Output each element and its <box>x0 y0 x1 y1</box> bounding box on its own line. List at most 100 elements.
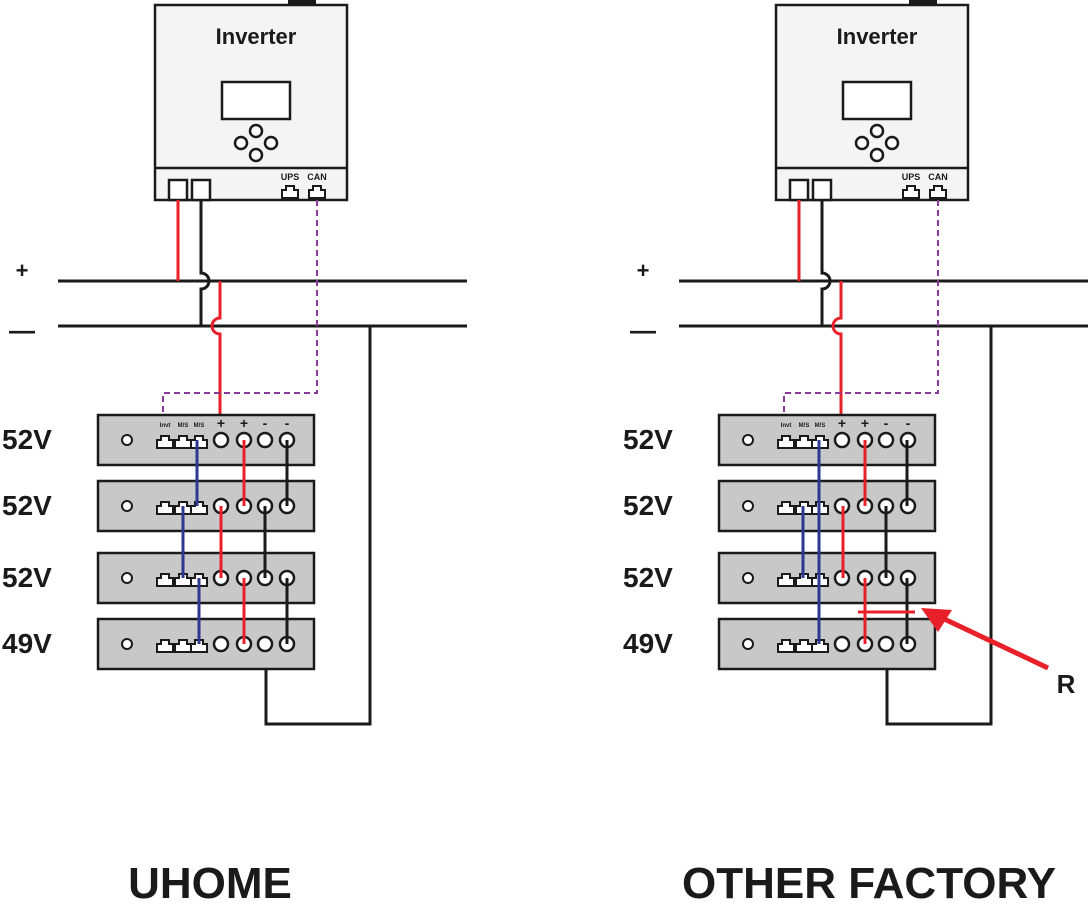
negative-bus-label: — <box>630 315 656 345</box>
battery-voltage-label: 52V <box>2 490 52 521</box>
battery-port-icon-1 <box>777 501 795 515</box>
battery-terminal-1 <box>833 635 851 653</box>
battery-port-icon-3 <box>190 639 208 653</box>
battery-port-icon-1 <box>156 501 174 515</box>
battery-terminal-sign-3: - <box>263 415 268 431</box>
battery-port-icon-1 <box>777 435 795 449</box>
inverter-label: Inverter <box>837 24 918 49</box>
battery-port-icon-1 <box>156 639 174 653</box>
battery-negative-return-wire <box>264 326 372 726</box>
battery-4: 49V <box>623 617 937 671</box>
negative-bus-label: — <box>9 315 35 345</box>
battery-port-label-2: M/S <box>799 423 810 429</box>
inverter-button-3 <box>884 135 900 151</box>
inverter-dc-port-positive <box>788 178 810 202</box>
battery-voltage-label: 52V <box>623 490 673 521</box>
inverter-top-handle <box>909 0 937 6</box>
battery-port-label-2: M/S <box>178 423 189 429</box>
battery-terminal-3 <box>877 635 895 653</box>
inverter-button-2 <box>854 135 870 151</box>
battery-port-icon-3 <box>190 435 208 449</box>
inverter-negative-wire <box>820 200 832 326</box>
battery-voltage-label: 52V <box>2 562 52 593</box>
inverter-dc-port-positive <box>167 178 189 202</box>
battery-terminal-sign-2: + <box>240 415 248 431</box>
can-communication-wire <box>783 200 939 428</box>
battery-port-icon-1 <box>777 573 795 587</box>
battery-port-label-1: Invt <box>160 423 171 429</box>
can-communication-wire <box>162 200 318 428</box>
battery-port-label-3: M/S <box>815 423 826 429</box>
battery-2: 52V <box>623 479 937 533</box>
battery-indicator-icon <box>742 434 754 446</box>
battery-terminal-3 <box>877 431 895 449</box>
can-port-icon <box>308 185 326 199</box>
inverter-button-3 <box>263 135 279 151</box>
battery-indicator-icon <box>121 572 133 584</box>
inverter-button-4 <box>869 147 885 163</box>
battery-voltage-label: 52V <box>2 424 52 455</box>
battery-port-icon-1 <box>156 435 174 449</box>
bus-bars: +— <box>9 258 467 345</box>
battery-terminal-sign-4: - <box>285 415 290 431</box>
resistance-arrow-head <box>921 608 952 632</box>
battery-3: 52V <box>623 551 937 605</box>
battery-case <box>717 479 937 533</box>
battery-port-icon-1 <box>156 573 174 587</box>
bus-bars: +— <box>630 258 1088 345</box>
battery-indicator-icon <box>121 500 133 512</box>
inverter-button-4 <box>248 147 264 163</box>
battery-terminal-sign-2: + <box>861 415 869 431</box>
inverter-button-2 <box>233 135 249 151</box>
resistance-label: R <box>1057 669 1076 699</box>
battery-voltage-label: 49V <box>2 628 52 659</box>
battery-terminal-sign-1: + <box>217 415 225 431</box>
battery-2: 52V <box>2 479 316 533</box>
inverter-dc-port-negative <box>811 178 833 202</box>
battery-terminal-3 <box>256 431 274 449</box>
caption-other-factory: OTHER FACTORY <box>682 859 1056 908</box>
battery-terminal-3 <box>256 635 274 653</box>
battery-indicator-icon <box>742 500 754 512</box>
uhome-interconnect-wires <box>181 440 289 644</box>
battery-port-icon-3 <box>190 501 208 515</box>
battery-port-label-1: Invt <box>781 423 792 429</box>
battery-voltage-label: 52V <box>623 424 673 455</box>
battery-indicator-icon <box>742 638 754 650</box>
inverter-negative-wire <box>199 200 211 326</box>
can-port-label: CAN <box>928 172 948 182</box>
ups-port-label: UPS <box>902 172 921 182</box>
positive-bus-label: + <box>16 258 29 283</box>
battery-3: 52V <box>2 551 316 605</box>
battery-voltage-label: 52V <box>623 562 673 593</box>
can-port-icon <box>929 185 947 199</box>
inverter-display <box>220 80 292 121</box>
battery-terminal-1 <box>212 431 230 449</box>
battery-negative-return-wire <box>885 326 993 726</box>
battery-voltage-label: 49V <box>623 628 673 659</box>
battery-indicator-icon <box>742 572 754 584</box>
ups-port-label: UPS <box>281 172 300 182</box>
inverter-label: Inverter <box>216 24 297 49</box>
battery-indicator-icon <box>121 638 133 650</box>
battery-positive-feed-wire <box>210 281 222 416</box>
battery-port-label-3: M/S <box>194 423 205 429</box>
positive-bus-label: + <box>637 258 650 283</box>
inverter-top-handle <box>288 0 316 6</box>
can-port-label: CAN <box>307 172 327 182</box>
battery-indicator-icon <box>121 434 133 446</box>
inverter-dc-port-negative <box>190 178 212 202</box>
battery-4: 49V <box>2 617 316 671</box>
battery-positive-feed-wire <box>831 281 843 416</box>
ups-port-icon <box>281 185 299 199</box>
battery-terminal-1 <box>833 431 851 449</box>
battery-terminal-sign-4: - <box>906 415 911 431</box>
battery-terminal-1 <box>212 635 230 653</box>
